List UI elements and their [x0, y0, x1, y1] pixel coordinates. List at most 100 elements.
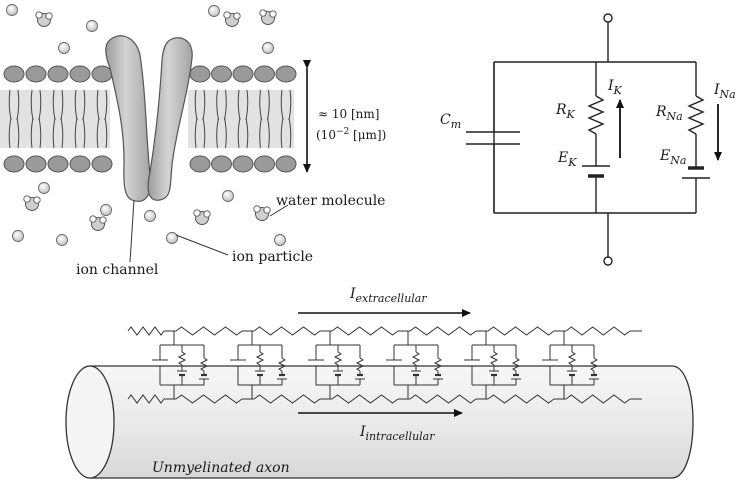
i-extracellular-label: Iextracellular	[349, 286, 427, 305]
lipid-head	[91, 155, 113, 173]
lipid-tail	[237, 117, 241, 149]
water-molecule	[23, 195, 41, 211]
ion-particle	[6, 4, 18, 16]
lipid-tail	[16, 117, 20, 149]
axon-opening	[65, 365, 115, 479]
lipid-tail	[82, 117, 86, 149]
lipid-tail	[8, 89, 12, 121]
lipid-tail	[280, 89, 284, 121]
cable-resistor	[565, 326, 631, 336]
lipid-tail	[194, 89, 198, 121]
lipid-tail	[224, 117, 227, 149]
ion-particles	[6, 4, 286, 246]
membrane-cell	[464, 331, 521, 399]
membrane-cell	[230, 331, 287, 399]
lipid-tail	[38, 89, 42, 121]
membrane-cell	[542, 331, 599, 399]
capacitor-label: Cm	[440, 112, 461, 131]
lipid-head	[47, 65, 69, 83]
ion-particle	[144, 210, 156, 222]
e-k-label: EK	[557, 150, 577, 169]
ion-channel-protein	[105, 35, 193, 202]
ion-particle	[58, 42, 70, 54]
lipid-tail	[224, 89, 227, 121]
lipid-tail	[194, 117, 198, 149]
cable-resistor	[331, 394, 399, 404]
lipid-head	[189, 155, 211, 173]
membrane-thickness-alt: (10−2 [μm])	[316, 127, 386, 142]
ion-particle-leader-line	[175, 234, 229, 256]
membrane-cell	[386, 331, 443, 399]
lipid-head	[25, 155, 47, 173]
membrane-cell	[308, 331, 365, 399]
lipid-tail	[104, 117, 108, 149]
capacitor-symbol	[466, 62, 520, 213]
membrane-illustration: ≈ 10 [nm] (10−2 [μm]) ion channel ion pa…	[0, 4, 386, 278]
lipid-tail	[82, 89, 86, 121]
lipid-tail	[38, 117, 42, 149]
lipid-tail	[288, 117, 292, 149]
ion-particle	[222, 190, 234, 202]
cable-resistor	[409, 326, 477, 336]
cable-resistor	[487, 326, 555, 336]
axon-cable-circuit	[127, 326, 642, 404]
lipid-tail	[259, 117, 262, 149]
membrane-equivalent-circuit	[466, 13, 722, 266]
ion-particle	[12, 230, 24, 242]
r-na-label: RNa	[655, 104, 683, 123]
ion-particle	[38, 182, 50, 194]
lipid-head	[3, 65, 25, 83]
water-molecule	[223, 11, 241, 27]
lipid-tail	[74, 117, 78, 149]
lipid-tail	[216, 89, 219, 121]
lipid-tail	[74, 89, 78, 121]
unmyelinated-axon-illustration: Iextracellular Iintracellular Unmyelinat…	[65, 286, 694, 479]
lipid-tail	[267, 89, 270, 121]
ion-particle	[208, 5, 220, 17]
ion-channel-label: ion channel	[76, 262, 159, 278]
lipid-tail	[202, 117, 206, 149]
lipid-head	[69, 65, 91, 83]
lipid-head	[47, 155, 69, 173]
lipid-tail	[259, 89, 262, 121]
ion-channel-leader-line	[129, 199, 135, 263]
cable-resistor	[127, 326, 165, 336]
lipid-head	[3, 155, 25, 173]
lipid-tail	[30, 117, 34, 149]
lipid-head	[69, 155, 91, 173]
cable-resistor	[253, 326, 321, 336]
sodium-branch	[682, 62, 710, 213]
lipid-tail	[104, 89, 108, 121]
cable-resistor	[565, 394, 631, 404]
ion-particle	[56, 234, 68, 246]
potassium-branch	[582, 62, 610, 213]
lipid-tail	[245, 89, 249, 121]
lipid-tail	[237, 89, 241, 121]
membrane-thickness-value: ≈ 10 [nm]	[318, 107, 379, 121]
ion-particle	[86, 20, 98, 32]
water-molecule-label: water molecule	[276, 193, 385, 209]
lipid-tail	[267, 117, 270, 149]
e-na-label: ENa	[659, 148, 686, 167]
water-molecule	[259, 9, 277, 25]
lipid-tail	[96, 117, 100, 149]
lipid-head	[232, 65, 254, 83]
lipid-tail	[96, 89, 100, 121]
water-molecule-leader-line	[269, 204, 289, 217]
water-molecule	[193, 209, 211, 225]
lipid-tail	[52, 117, 56, 149]
ion-particle-label: ion particle	[232, 249, 313, 265]
lipid-head	[91, 65, 113, 83]
cable-resistor	[331, 326, 399, 336]
lipid-tail	[288, 89, 292, 121]
ion-particle	[262, 42, 274, 54]
water-molecule	[35, 11, 53, 27]
lipid-molecules	[3, 65, 297, 173]
membrane-cell	[152, 331, 209, 399]
lipid-tail	[245, 117, 249, 149]
i-k-label: IK	[607, 78, 623, 97]
i-intracellular-label: Iintracellular	[359, 424, 435, 443]
lipid-head	[232, 155, 254, 173]
lipid-tail	[60, 117, 64, 149]
